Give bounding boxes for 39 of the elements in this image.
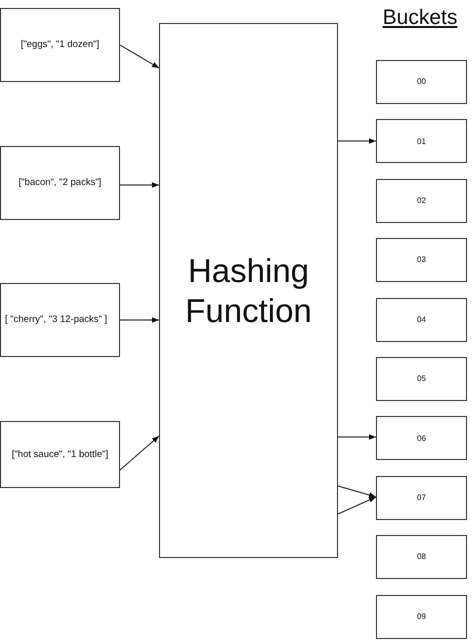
bucket-label: 04 [417,314,426,324]
item-label: [ "cherry", "3 12-packs" ] [5,314,108,326]
input-box [0,8,120,82]
bucket-box [376,476,467,520]
bucket-box [376,119,467,164]
bucket-label: 03 [417,255,426,265]
bucket-box [376,416,467,460]
bucket-box [376,238,467,282]
item-label: ["hot sauce", "1 bottle"] [12,448,108,460]
arrow [338,434,376,440]
arrow [338,496,376,514]
bucket-label: 05 [417,374,426,384]
bucket-box [376,357,467,401]
arrow [120,317,160,323]
heading: Buckets [382,6,458,30]
bucket-label: 01 [417,136,426,146]
bucket-label: 02 [417,196,426,206]
arrow [120,436,160,470]
bucket-box [376,594,467,639]
item-label: ["eggs", "1 dozen"] [20,39,100,51]
function-box [159,23,338,558]
arrow [338,486,376,498]
arrow [120,44,160,68]
item-label: ["bacon", "2 packs"] [18,177,102,189]
arrow [120,182,160,188]
bucket-box [376,60,467,104]
bucket-box [376,298,467,342]
bucket-label: 08 [417,552,426,562]
bucket-label: 00 [417,77,426,87]
function-label: Hashing Function [184,250,313,330]
bucket-label: 06 [417,434,426,444]
arrow [338,138,376,144]
input-box [0,283,120,357]
bucket-box [376,535,467,580]
bucket-label: 07 [417,493,426,503]
bucket-box [376,178,467,223]
bucket-label: 09 [417,612,426,622]
input-box [0,421,120,488]
input-box [0,146,120,220]
